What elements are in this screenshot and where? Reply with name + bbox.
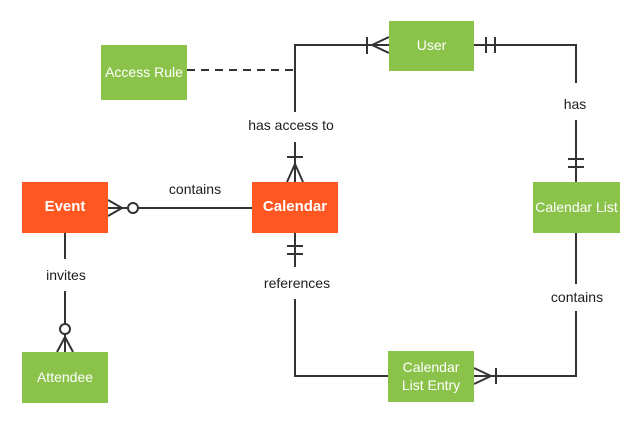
double-tick-calendar-side [287, 245, 303, 255]
edge-line [294, 299, 388, 377]
edge-label-contains-event: contains [166, 181, 224, 197]
crow-foot-many-entry-side [473, 367, 492, 385]
entity-calendar-list-label: Calendar List [535, 198, 618, 215]
double-tick-calendar-list-side [568, 158, 584, 168]
edge-line [474, 311, 577, 377]
edge-references-calendar-entry[interactable] [287, 233, 388, 377]
edge-line [294, 44, 389, 112]
edge-label-contains-list: contains [548, 289, 606, 305]
edge-has-access-to-calendar-user[interactable] [286, 36, 390, 183]
edge-line [474, 44, 577, 83]
entity-user[interactable]: User [389, 21, 474, 71]
entity-calendar-list[interactable]: Calendar List [533, 182, 620, 233]
edge-label-references: references [261, 275, 333, 291]
edge-label-invites: invites [44, 267, 88, 283]
entity-access-rule-label: Access Rule [105, 63, 183, 80]
entity-calendar[interactable]: Calendar [252, 182, 338, 233]
crow-foot-many-event-side [107, 199, 123, 217]
crow-foot-many-calendar-side [286, 163, 304, 183]
crow-foot-many-user-side [371, 36, 390, 54]
entity-calendar-list-entry[interactable]: Calendar List Entry [388, 351, 474, 402]
edge-contains-event-calendar[interactable] [107, 199, 252, 217]
crow-foot-many-attendee-side [56, 336, 74, 353]
entity-event[interactable]: Event [22, 182, 108, 233]
edge-has-user-calendar-list[interactable] [474, 37, 584, 182]
entity-user-label: User [416, 37, 447, 54]
entity-attendee-label: Attendee [36, 368, 94, 385]
edge-invites-event-attendee[interactable] [56, 233, 74, 353]
double-tick-user-side [485, 37, 496, 53]
edge-label-has: has [561, 96, 589, 112]
entity-event-label: Event [44, 198, 86, 216]
entity-attendee[interactable]: Attendee [22, 352, 108, 403]
entity-access-rule[interactable]: Access Rule [101, 45, 187, 100]
edge-contains-list-entry[interactable] [473, 233, 577, 385]
zero-ring-event-side [127, 202, 139, 214]
entity-calendar-list-entry-label: Calendar List Entry [401, 359, 461, 393]
zero-ring-attendee-side [59, 323, 71, 335]
entity-calendar-label: Calendar [262, 198, 328, 216]
edge-label-has-access-to: has access to [246, 117, 336, 133]
